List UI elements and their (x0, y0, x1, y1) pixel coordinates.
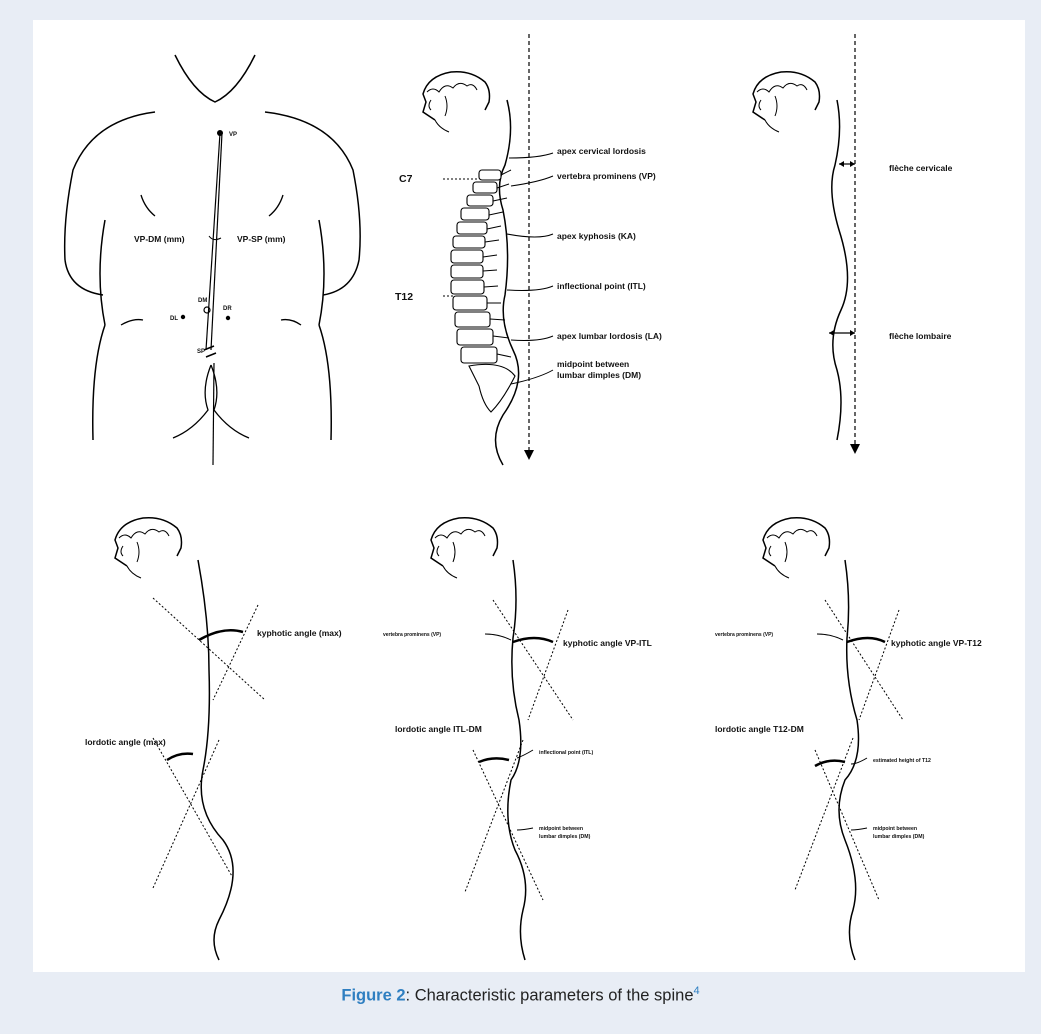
figure-frame: VP VP-DM (mm) VP-SP (mm) DM DR DL SP (33, 20, 1025, 972)
spine-view-panel: C7 T12 apex cervical lordosis vertebra p… (395, 34, 662, 465)
label-lordotic-max: lordotic angle (max) (85, 737, 166, 747)
label-lordotic-itl-dm: lordotic angle ITL-DM (395, 724, 482, 734)
label-dl: DL (170, 316, 178, 322)
label-t12-height: estimated height of T12 (873, 758, 931, 764)
label-vp-t12-view: vertebra prominens (VP) (715, 632, 773, 638)
label-apex-kyphosis: apex kyphosis (KA) (557, 231, 636, 241)
label-midpoint-line2: lumbar dimples (DM) (557, 370, 641, 380)
label-kyphotic-vp-t12: kyphotic angle VP-T12 (891, 638, 982, 648)
label-dm: DM (198, 298, 207, 304)
label-mid-line1-itl: midpoint between (539, 826, 583, 832)
label-kyphotic-vp-itl: kyphotic angle VP-ITL (563, 638, 652, 648)
label-vp: VP (229, 132, 237, 138)
label-apex-cervical: apex cervical lordosis (557, 146, 646, 156)
label-kyphotic-max: kyphotic angle (max) (257, 628, 342, 638)
label-t12: T12 (395, 291, 413, 303)
label-vp-itl-view: vertebra prominens (VP) (383, 632, 441, 638)
label-midpoint-line1: midpoint between (557, 359, 629, 369)
label-inflectional-point: inflectional point (ITL) (557, 281, 646, 291)
label-fleche-cervicale: flèche cervicale (889, 163, 953, 173)
label-lordotic-t12-dm: lordotic angle T12-DM (715, 724, 804, 734)
label-dr: DR (223, 306, 232, 312)
figure-reference[interactable]: 4 (694, 985, 700, 997)
angle-t12-panel: vertebra prominens (VP) kyphotic angle V… (715, 518, 982, 960)
label-vp-dm: VP-DM (mm) (134, 234, 185, 244)
figure-label: Figure 2 (341, 987, 405, 1005)
label-mid-line2-t12: lumbar dimples (DM) (873, 834, 925, 840)
spine-figure: VP VP-DM (mm) VP-SP (mm) DM DR DL SP (33, 20, 1025, 972)
label-apex-lumbar: apex lumbar lordosis (LA) (557, 331, 662, 341)
angle-itl-panel: vertebra prominens (VP) kyphotic angle V… (383, 518, 652, 960)
figure-caption: Figure 2: Characteristic parameters of t… (0, 985, 1041, 1006)
figure-caption-text: : Characteristic parameters of the spine (406, 987, 694, 1005)
label-c7: C7 (399, 173, 413, 185)
angle-max-panel: kyphotic angle (max) lordotic angle (max… (85, 518, 342, 960)
label-itl-point: inflectional point (ITL) (539, 750, 593, 756)
label-vertebra-prominens: vertebra prominens (VP) (557, 171, 656, 181)
label-sp: SP (197, 349, 205, 355)
back-view-panel: VP VP-DM (mm) VP-SP (mm) DM DR DL SP (65, 55, 360, 465)
label-mid-line1-t12: midpoint between (873, 826, 917, 832)
label-vp-sp: VP-SP (mm) (237, 234, 286, 244)
label-mid-line2-itl: lumbar dimples (DM) (539, 834, 591, 840)
label-fleche-lombaire: flèche lombaire (889, 331, 952, 341)
fleche-view-panel: flèche cervicale flèche lombaire (753, 34, 953, 454)
